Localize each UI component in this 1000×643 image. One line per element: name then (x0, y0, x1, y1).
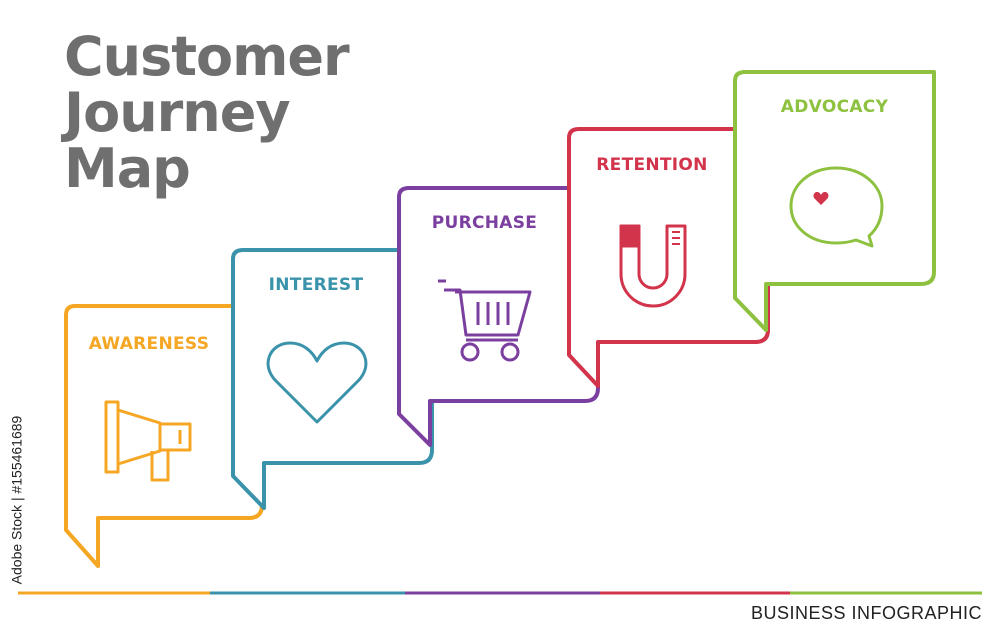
magnet-icon (619, 224, 687, 308)
speech-bubble-heart-icon (789, 166, 884, 248)
advocacy-card (733, 70, 936, 332)
awareness-card (64, 304, 264, 568)
footer-caption: BUSINESS INFOGRAPHIC (750, 603, 982, 623)
stage-label-awareness: AWARENESS (88, 334, 210, 354)
stage-awareness (64, 304, 264, 568)
stage-retention (567, 127, 770, 388)
stage-interest (231, 248, 434, 510)
stage-purchase (397, 186, 600, 447)
heart-icon (266, 341, 368, 424)
interest-card (231, 248, 434, 510)
stage-label-purchase: PURCHASE (431, 213, 538, 233)
shopping-cart-icon (438, 279, 532, 362)
stage-label-retention: RETENTION (596, 155, 708, 175)
title-line-3: Map (64, 137, 191, 200)
stage-advocacy (733, 70, 936, 332)
title-line-1: Customer (64, 25, 350, 88)
stock-watermark: Adobe Stock | #155461689 (8, 415, 25, 585)
stage-label-advocacy: ADVOCACY (780, 97, 889, 117)
megaphone-icon (104, 400, 192, 482)
title-line-2: Journey (64, 81, 291, 144)
stage-label-interest: INTEREST (268, 275, 364, 295)
